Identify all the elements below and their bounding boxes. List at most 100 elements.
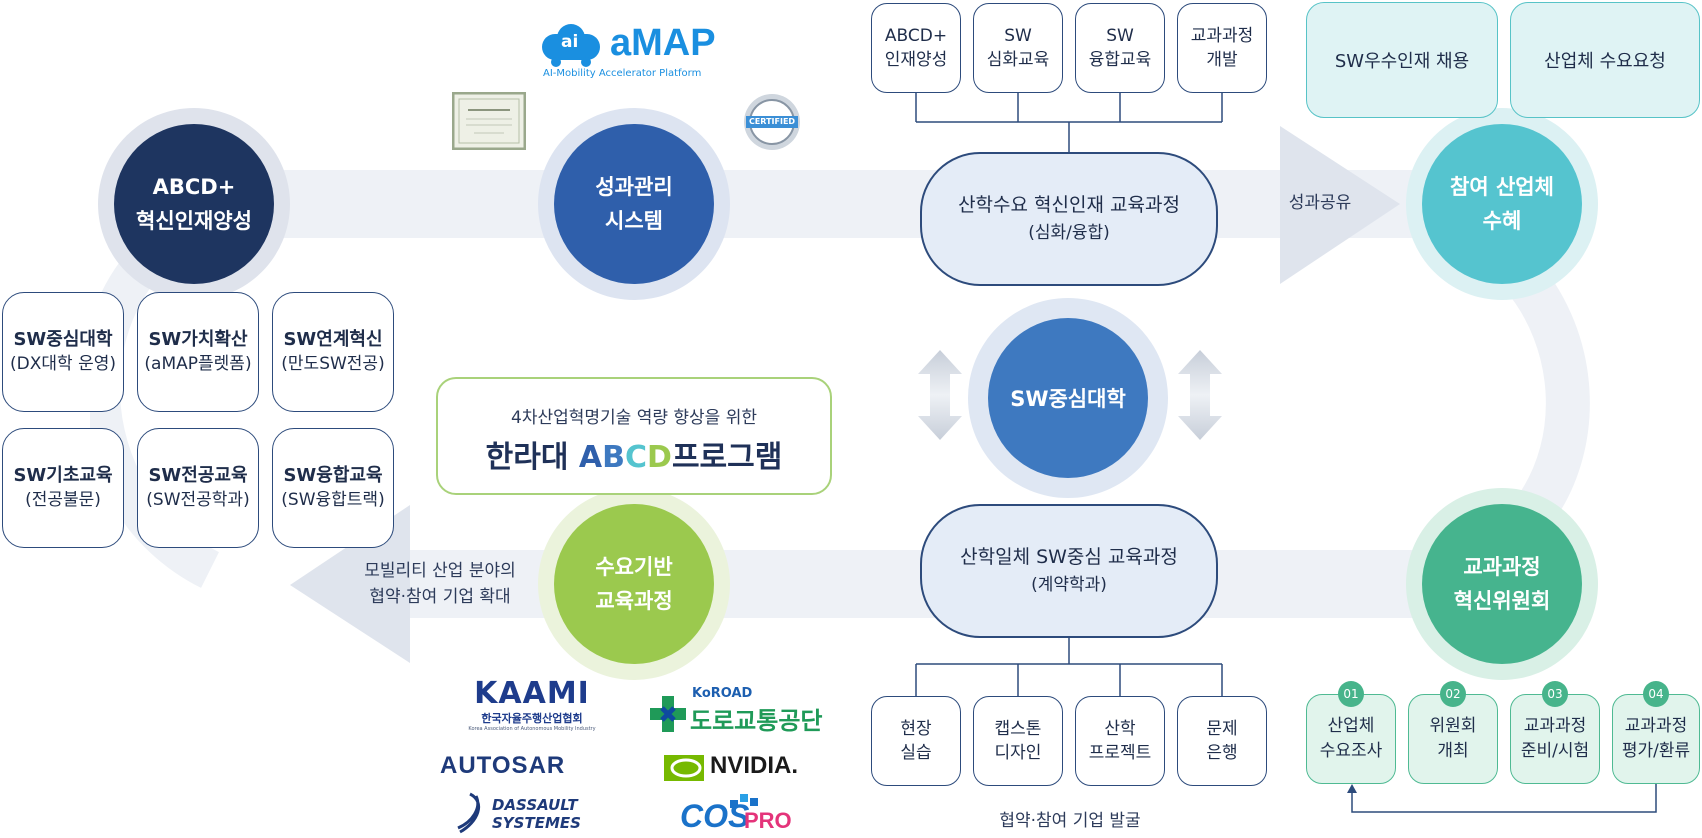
amap-badge: ai — [561, 32, 579, 52]
top-box-line1: SW — [1106, 26, 1134, 46]
bottom-box-line2: 디자인 — [994, 743, 1042, 763]
performance-hub-line2: 시스템 — [605, 209, 663, 233]
left-grid-title: SW기초교육 — [13, 465, 113, 486]
bottom-box-line1: 캡스톤 — [994, 719, 1042, 739]
abcd-hub: ABCD+ 혁신인재양성 — [114, 124, 274, 284]
top-box-line2: 인재양성 — [884, 50, 948, 70]
bottom-box-line2: 은행 — [1206, 743, 1238, 763]
left-grid-item: SW중심대학 (DX대학 운영) — [2, 292, 124, 412]
bottom-box-line1: 산학 — [1104, 719, 1136, 739]
share-arrow — [1280, 126, 1400, 284]
left-grid-item: SW전공교육 (SW전공학과) — [137, 428, 259, 548]
pill-bottom-line2: (계약학과) — [1031, 575, 1107, 595]
performance-hub-line1: 성과관리 — [595, 175, 673, 199]
kaami-logo: KAAMI 한국자율주행산업협회 Korea Association of Au… — [462, 678, 602, 738]
left-grid-item: SW가치확산(aMAP플렛폼) — [137, 292, 259, 412]
certified-stamp-text: CERTIFIED — [748, 117, 796, 126]
program-title: 한라대 ABCD프로그램 — [438, 432, 830, 476]
left-grid-item: SW융합교육 (SW융합트랙) — [272, 428, 394, 548]
industry-hub-line2: 수혜 — [1482, 209, 1522, 233]
program-title-prefix: 한라대 — [485, 440, 579, 475]
koroad-english: KoROAD — [692, 686, 753, 701]
bottom-box-line2: 실습 — [900, 743, 932, 763]
left-grid-item: SW기초교육 (전공불문) — [2, 428, 124, 548]
expand-label-line2: 협약·참여 기업 확대 — [369, 587, 511, 607]
top-box-line1: SW — [1004, 26, 1032, 46]
pro-wordmark: PRO — [744, 808, 792, 833]
left-grid-sub: (전공불문) — [25, 490, 101, 510]
koroad-cross-icon — [650, 696, 686, 732]
top-box-line2: 개발 — [1206, 50, 1238, 70]
industry-request-box: 산업체 수요요청 — [1510, 2, 1700, 118]
abcd-hub-line1: ABCD+ — [152, 175, 236, 199]
step-line1: 위원회 — [1429, 716, 1477, 736]
amap-name: aMAP — [610, 22, 716, 64]
kaami-english: Korea Association of Autonomous Mobility… — [468, 726, 596, 732]
pill-bottom-line1: 산학일체 SW중심 교육과정 — [960, 546, 1178, 568]
certificate-icon — [452, 92, 526, 150]
cospro-blocks-icon — [730, 794, 758, 808]
left-grid-title: SW연계혁신 — [283, 329, 383, 350]
program-subtitle: 4차산업혁명기술 역량 향상을 위한 — [511, 408, 757, 428]
koroad-logo: KoROAD 도로교통공단 — [650, 686, 830, 735]
left-grid-sub: (SW전공학과) — [146, 490, 250, 510]
program-letter-d: D — [647, 440, 672, 475]
dassault-ds-icon — [457, 792, 481, 834]
program-letter-a: A — [578, 440, 603, 475]
left-grid-title: SW중심대학 — [13, 329, 113, 350]
left-grid-sub: (SW융합트랙) — [281, 490, 385, 510]
left-grid-title: SW전공교육 — [148, 465, 248, 486]
industry-hub-line1: 참여 산업체 — [1450, 175, 1554, 199]
expand-label-line1: 모빌리티 산업 분야의 — [364, 561, 516, 581]
feedback-loop-arrow — [1347, 784, 1657, 813]
flow-band-top — [200, 170, 1430, 238]
step-number-badge: 04 — [1643, 681, 1669, 707]
program-box: 4차산업혁명기술 역량 향상을 위한 한라대 ABCD프로그램 — [436, 377, 832, 495]
top-box-line1: ABCD+ — [884, 26, 948, 46]
step-line2: 개최 — [1437, 741, 1469, 761]
step-line1: 산업체 — [1327, 716, 1375, 736]
top-box-line1: 교과과정 — [1190, 26, 1254, 46]
program-title-suffix: 프로그램 — [671, 440, 783, 475]
amap-logo: ai aMAP AI-Mobility Accelerator Platform — [540, 20, 740, 80]
dassault-line1: DASSAULT — [492, 796, 578, 814]
top-connector-lines — [915, 90, 1223, 152]
share-label: 성과공유 — [1288, 193, 1352, 213]
demand-hub-line1: 수요기반 — [595, 555, 673, 579]
expand-label: 모빌리티 산업 분야의 협약·참여 기업 확대 — [340, 558, 540, 610]
amap-car-icon — [542, 24, 600, 67]
left-grid-title: SW융합교육 — [283, 465, 383, 486]
demand-hub-line2: 교육과정 — [595, 589, 673, 613]
bottom-box-line2: 프로젝트 — [1088, 743, 1152, 763]
nvidia-wordmark: NVIDIA. — [710, 752, 799, 779]
left-grid-sub: (DX대학 운영) — [10, 354, 116, 374]
cospro-logo: COS PRO — [680, 794, 810, 836]
committee-hub-line1: 교과과정 — [1463, 555, 1541, 579]
left-grid-sub: (만도SW전공) — [281, 354, 385, 374]
left-grid-sub: (aMAP플렛폼) — [144, 354, 252, 374]
program-letter-b: B — [602, 440, 625, 475]
curriculum-pill-bottom: 산학일체 SW중심 교육과정 (계약학과) — [920, 504, 1218, 638]
dassault-logo: DASSAULT SYSTEMES — [456, 792, 616, 836]
nvidia-logo: NVIDIA. — [664, 752, 824, 786]
step-line2: 준비/시험 — [1520, 741, 1590, 761]
abcd-hub-line2: 혁신인재양성 — [136, 209, 252, 233]
committee-hub-line2: 혁신위원회 — [1453, 589, 1551, 613]
step-line1: 교과과정 — [1523, 716, 1587, 736]
curriculum-pill-top: 산학수요 혁신인재 교육과정 (심화/융합) — [920, 152, 1218, 286]
program-letter-c: C — [625, 440, 648, 475]
updown-arrow-left — [918, 350, 962, 440]
